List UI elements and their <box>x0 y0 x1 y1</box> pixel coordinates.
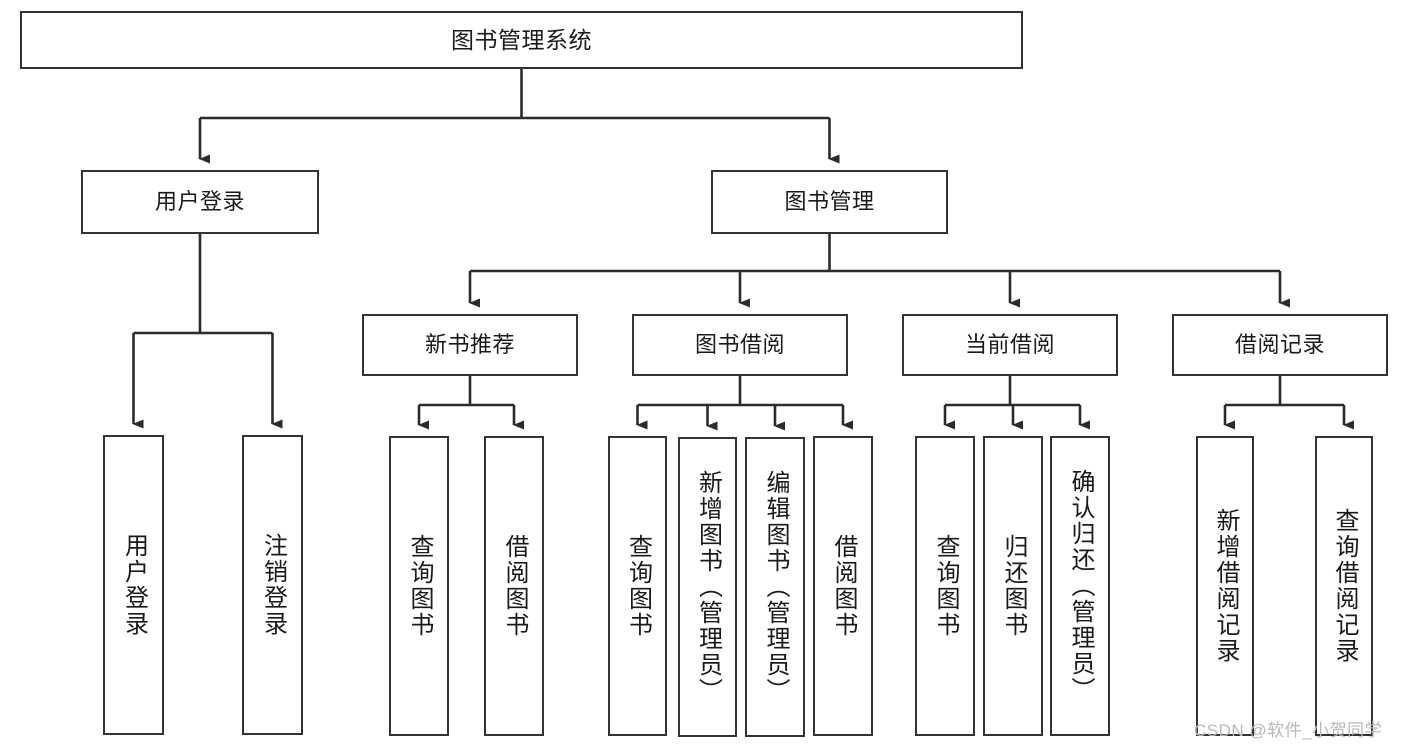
node-label: 新增图书（管理员） <box>694 470 722 704</box>
node-label: 归还图书 <box>1000 534 1027 638</box>
node-leaf-rec-query-book[interactable]: 查询图书 <box>389 436 449 736</box>
node-label: 用户登录 <box>120 533 148 637</box>
node-borrow-records[interactable]: 借阅记录 <box>1172 314 1388 376</box>
csdn-watermark: CSDN @软件_小贺同学 <box>1194 721 1383 740</box>
node-label: 查询借阅记录 <box>1331 508 1358 664</box>
node-leaf-borrow-add-book[interactable]: 新增图书（管理员） <box>678 437 737 737</box>
node-label: 新书推荐 <box>424 331 515 357</box>
node-label: 查询图书 <box>932 534 959 638</box>
node-leaf-rec-query-record[interactable]: 查询借阅记录 <box>1315 436 1373 736</box>
node-leaf-cur-confirm-return[interactable]: 确认归还（管理员） <box>1050 436 1110 736</box>
node-label: 查询图书 <box>624 534 652 638</box>
node-book-manage[interactable]: 图书管理 <box>711 170 948 234</box>
node-label: 图书管理 <box>784 188 875 214</box>
node-label: 图书借阅 <box>694 331 785 357</box>
node-leaf-user-logout[interactable]: 注销登录 <box>242 435 303 735</box>
node-label: 用户登录 <box>154 188 245 214</box>
node-label: 新增借阅记录 <box>1212 508 1239 664</box>
node-leaf-cur-return-book[interactable]: 归还图书 <box>983 436 1043 736</box>
node-leaf-rec-borrow-book[interactable]: 借阅图书 <box>484 436 544 736</box>
node-label: 借阅记录 <box>1234 331 1325 357</box>
node-leaf-borrow-edit-book[interactable]: 编辑图书（管理员） <box>745 437 805 737</box>
node-label: 借阅图书 <box>501 534 528 638</box>
node-label: 图书管理系统 <box>451 26 592 53</box>
node-root[interactable]: 图书管理系统 <box>20 11 1023 69</box>
node-leaf-borrow-query-book[interactable]: 查询图书 <box>608 436 667 736</box>
node-current-borrow[interactable]: 当前借阅 <box>902 314 1118 376</box>
node-label: 确认归还（管理员） <box>1067 469 1094 703</box>
node-label: 借阅图书 <box>830 534 857 638</box>
node-new-book-rec[interactable]: 新书推荐 <box>362 314 578 376</box>
node-leaf-user-login[interactable]: 用户登录 <box>103 435 164 735</box>
node-label: 当前借阅 <box>964 331 1055 357</box>
node-label: 查询图书 <box>406 534 433 638</box>
node-leaf-borrow-borrow-book[interactable]: 借阅图书 <box>813 436 873 736</box>
node-label: 注销登录 <box>259 533 287 637</box>
node-user-login[interactable]: 用户登录 <box>81 170 319 234</box>
node-leaf-cur-query-book[interactable]: 查询图书 <box>915 436 975 736</box>
node-label: 编辑图书（管理员） <box>762 470 789 704</box>
node-book-borrow[interactable]: 图书借阅 <box>632 314 848 376</box>
node-leaf-rec-add-record[interactable]: 新增借阅记录 <box>1196 436 1254 736</box>
